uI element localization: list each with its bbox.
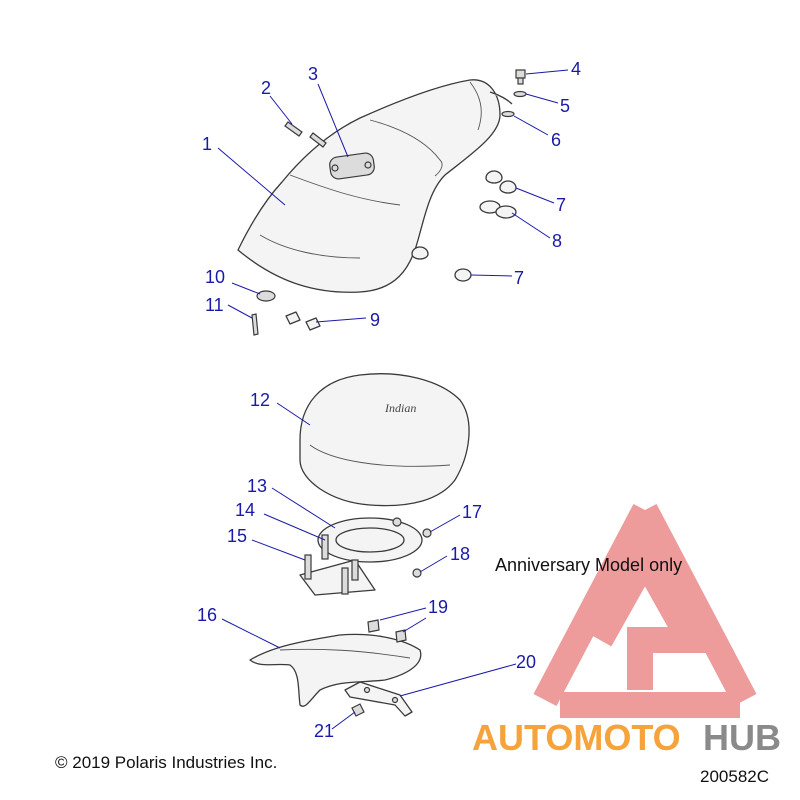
nut-icon xyxy=(422,528,432,538)
grommet-icon xyxy=(499,180,517,194)
seat-assembly xyxy=(237,79,513,293)
grommet-icon xyxy=(454,268,472,282)
callout-5: 5 xyxy=(560,96,570,116)
watermark-triangle-icon xyxy=(533,503,757,718)
leader-lines xyxy=(217,69,569,730)
callout-1: 1 xyxy=(202,134,212,154)
clip-icon xyxy=(256,290,276,302)
callout-10: 10 xyxy=(205,267,225,287)
o-ring-icon xyxy=(495,205,517,219)
callout-16: 16 xyxy=(197,605,217,625)
callout-20: 20 xyxy=(516,652,536,672)
bolt-icon xyxy=(351,703,365,717)
callout-labels: 1 2 3 4 5 6 7 7 8 9 10 11 12 13 14 15 16… xyxy=(197,59,581,741)
bolt-icon xyxy=(367,619,380,633)
callout-12: 12 xyxy=(250,390,270,410)
callout-19: 19 xyxy=(428,597,448,617)
callout-15: 15 xyxy=(227,526,247,546)
callout-7a: 7 xyxy=(556,195,566,215)
bolt-icon xyxy=(309,132,327,148)
grommet-icon xyxy=(485,170,503,184)
callout-17: 17 xyxy=(462,502,482,522)
watermark-text-primary: AUTOMOTO xyxy=(472,717,681,758)
callout-13: 13 xyxy=(247,476,267,496)
nut-icon xyxy=(392,517,402,527)
callout-9: 9 xyxy=(370,310,380,330)
diagram-code: 200582C xyxy=(700,767,769,786)
callout-21: 21 xyxy=(314,721,334,741)
mount-bracket xyxy=(299,517,432,596)
copyright: © 2019 Polaris Industries Inc. xyxy=(55,753,277,772)
bolt-icon xyxy=(395,629,407,643)
callout-6: 6 xyxy=(551,130,561,150)
nut-icon xyxy=(412,568,422,578)
screw-icon xyxy=(515,69,526,79)
svg-text:Indian: Indian xyxy=(384,401,416,415)
washer-icon xyxy=(501,110,515,118)
callout-3: 3 xyxy=(308,64,318,84)
model-note: Anniversary Model only xyxy=(495,555,682,575)
callout-11: 11 xyxy=(205,295,224,315)
bolt-icon xyxy=(284,121,303,137)
callout-4: 4 xyxy=(571,59,581,79)
watermark-logo xyxy=(533,503,757,718)
bumper-icon xyxy=(305,317,321,331)
pillion-seat: Indian xyxy=(299,373,470,507)
bumper-icon xyxy=(285,311,301,325)
grommet-icon xyxy=(411,246,429,260)
pin-icon xyxy=(251,313,259,336)
callout-7b: 7 xyxy=(514,268,524,288)
watermark-text-secondary: HUB xyxy=(703,717,781,758)
washer-icon xyxy=(513,90,527,98)
callout-8: 8 xyxy=(552,231,562,251)
callout-14: 14 xyxy=(235,500,255,520)
callout-2: 2 xyxy=(261,78,271,98)
bracket-plate xyxy=(344,681,413,717)
lower-bracket xyxy=(249,619,422,707)
callout-18: 18 xyxy=(450,544,470,564)
